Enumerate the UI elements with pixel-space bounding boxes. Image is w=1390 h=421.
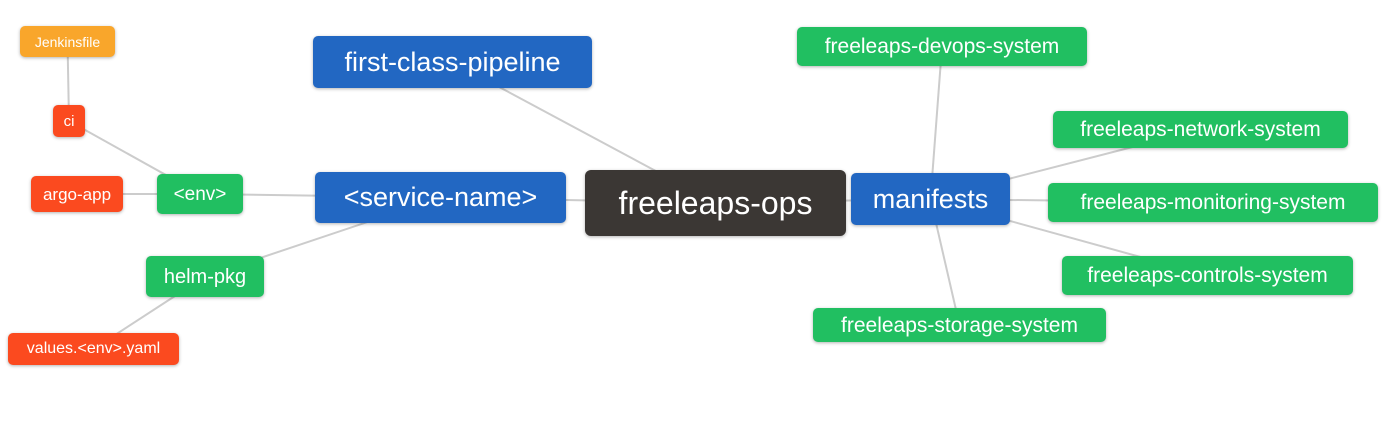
node-argo-app[interactable]: argo-app xyxy=(31,176,123,212)
node-ci[interactable]: ci xyxy=(53,105,85,137)
node-values-env-yaml[interactable]: values.<env>.yaml xyxy=(8,333,179,365)
node-service-name[interactable]: <service-name> xyxy=(315,172,566,223)
node-freeleaps-network-system[interactable]: freeleaps-network-system xyxy=(1053,111,1348,148)
node-manifests[interactable]: manifests xyxy=(851,173,1010,225)
node-env[interactable]: <env> xyxy=(157,174,243,214)
node-freeleaps-controls-system[interactable]: freeleaps-controls-system xyxy=(1062,256,1353,295)
node-jenkinsfile[interactable]: Jenkinsfile xyxy=(20,26,115,57)
node-freeleaps-storage-system[interactable]: freeleaps-storage-system xyxy=(813,308,1106,342)
node-freeleaps-devops-system[interactable]: freeleaps-devops-system xyxy=(797,27,1087,66)
node-helm-pkg[interactable]: helm-pkg xyxy=(146,256,264,297)
node-freeleaps-monitoring-system[interactable]: freeleaps-monitoring-system xyxy=(1048,183,1378,222)
node-first-class-pipeline[interactable]: first-class-pipeline xyxy=(313,36,592,88)
node-freeleaps-ops[interactable]: freeleaps-ops xyxy=(585,170,846,236)
